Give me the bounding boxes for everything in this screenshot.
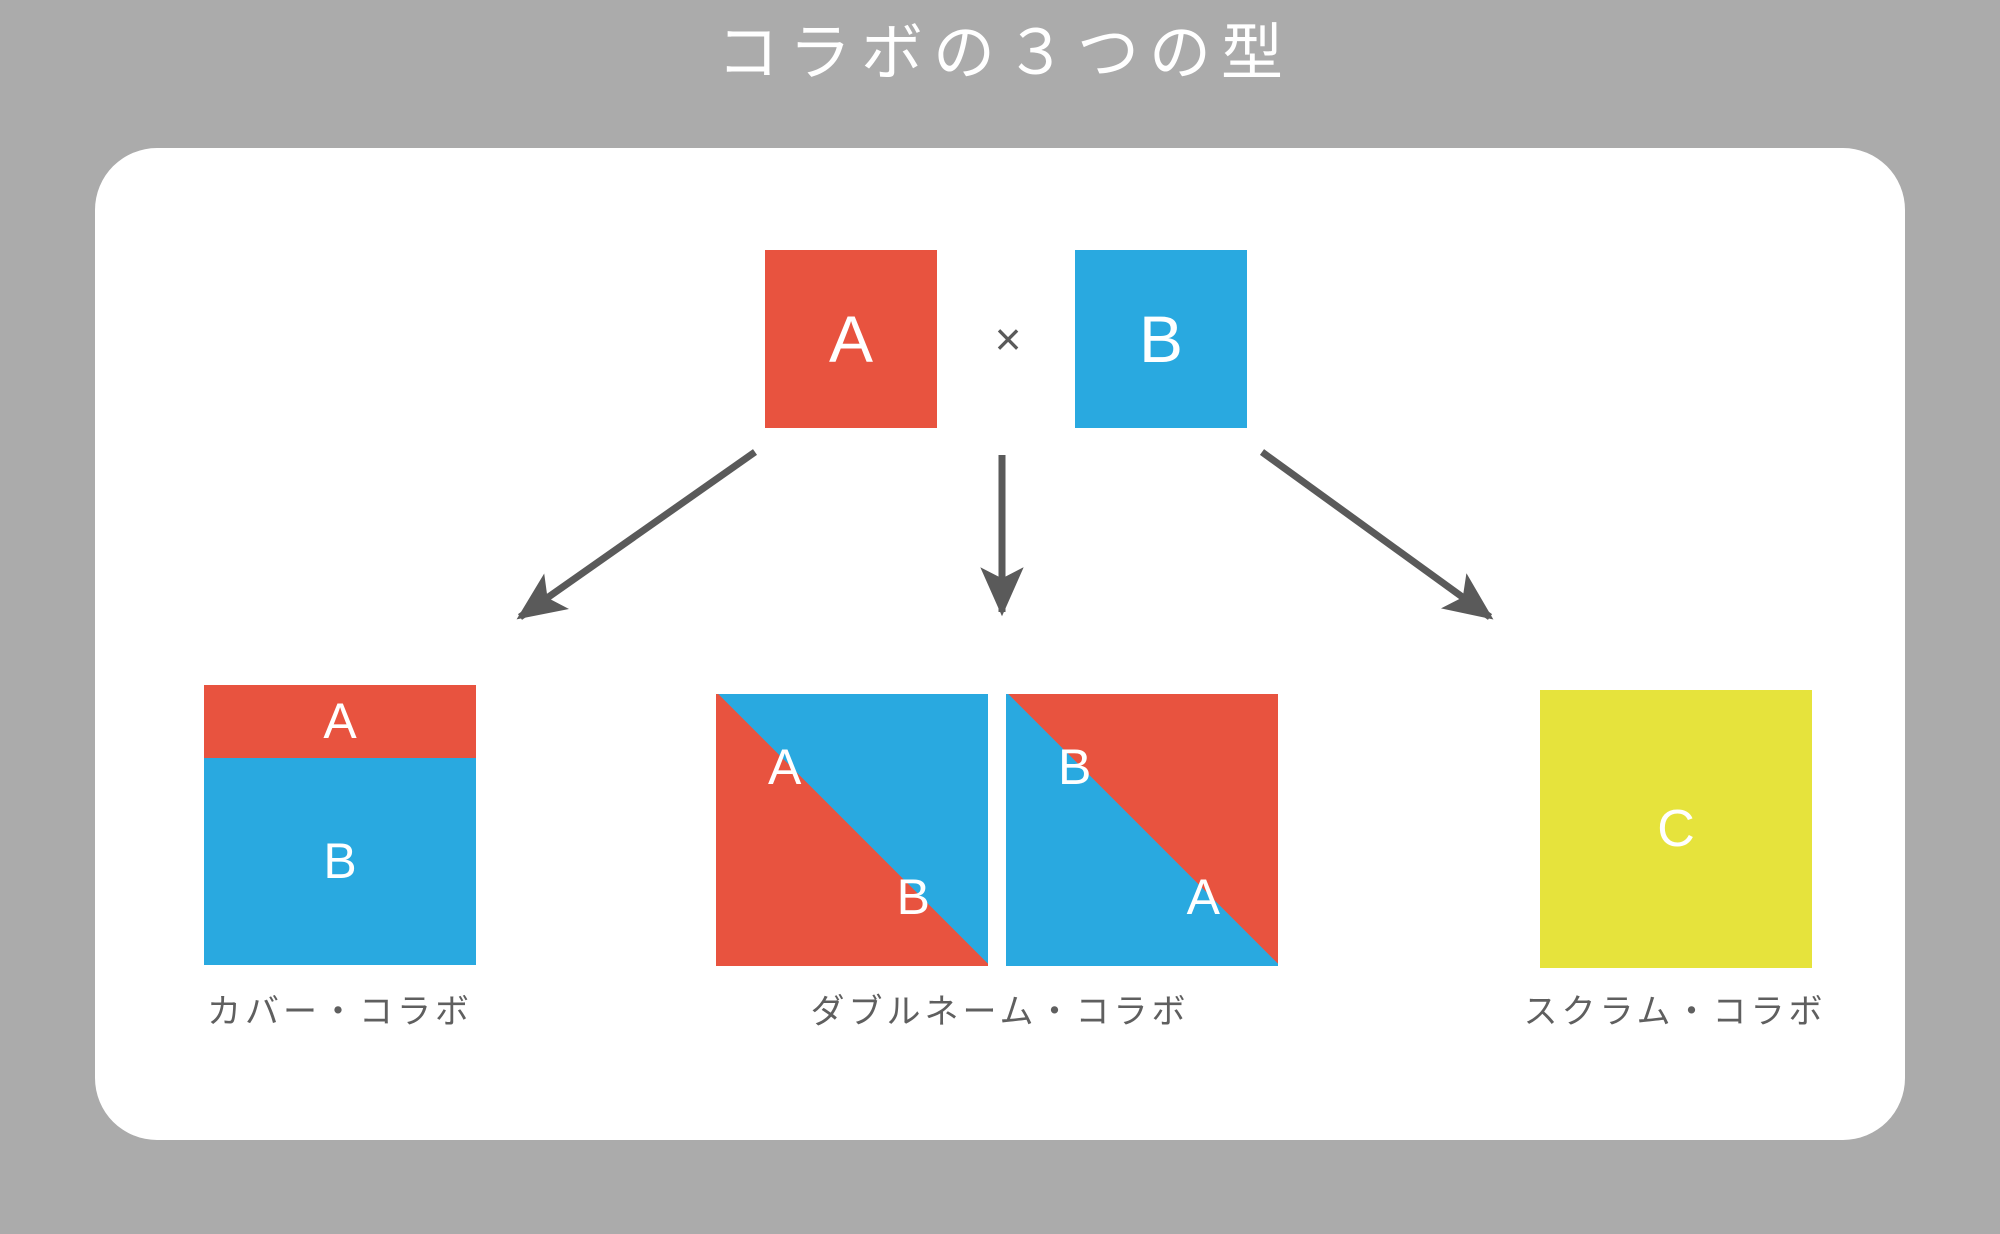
- operand-a-label: A: [828, 302, 874, 376]
- result-double-name-tile-left: A B: [716, 694, 988, 966]
- double-name-right-lower-label: A: [1186, 869, 1220, 925]
- double-name-left-lower-label: B: [896, 869, 930, 925]
- operand-square-a: A: [765, 250, 937, 428]
- cover-top-band: [204, 685, 476, 758]
- result-scrum-collab-figure: C: [1540, 690, 1812, 968]
- result-cover-collab-figure: A B: [204, 685, 476, 965]
- diagram-card: [95, 148, 1905, 1140]
- cover-bottom-label: B: [323, 833, 357, 890]
- page-title: コラボの３つの型: [716, 19, 1293, 88]
- caption-scrum-collab: スクラム・コラボ: [1523, 993, 1827, 1031]
- operand-b-label: B: [1138, 302, 1184, 376]
- caption-double-name-collab: ダブルネーム・コラボ: [810, 993, 1190, 1031]
- multiply-icon: ×: [994, 313, 1022, 365]
- double-name-right-upper-label: B: [1058, 739, 1092, 795]
- operand-square-b: B: [1075, 250, 1247, 428]
- caption-cover-collab: カバー・コラボ: [207, 993, 473, 1031]
- cover-bottom-band: [204, 757, 476, 965]
- double-name-left-upper-label: A: [768, 739, 802, 795]
- cover-top-label: A: [323, 693, 357, 750]
- result-double-name-tile-right: B A: [1006, 694, 1278, 966]
- scrum-label: C: [1657, 800, 1695, 858]
